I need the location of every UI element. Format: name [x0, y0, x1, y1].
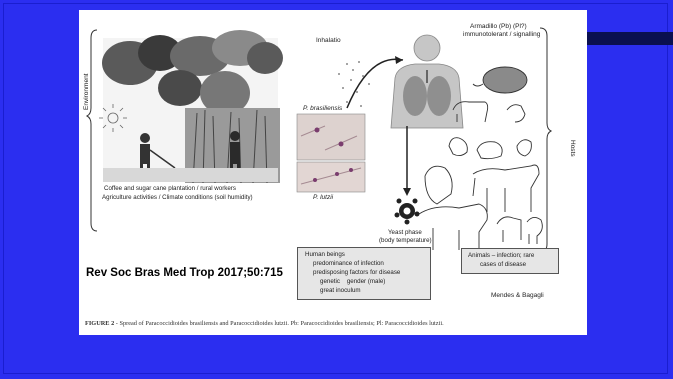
caption-label: FIGURE 2 [85, 320, 114, 327]
human-beings-box: Human beings predominance of infection p… [297, 247, 431, 300]
p-brasiliensis-micrograph [297, 114, 365, 160]
animals-box-line-2: cases of disease [480, 261, 526, 268]
armadillo-icon [483, 67, 527, 93]
pig-icon [477, 142, 502, 159]
yeast-cell-icon [395, 199, 420, 225]
authors-credit: Mendes & Bagagli [491, 292, 544, 299]
armadillo-label-2: immunotolerant / signalling [463, 31, 540, 38]
monkey-icon [425, 166, 452, 204]
spores-icon [338, 61, 370, 107]
p-lutzii-micrograph [297, 162, 365, 192]
accent-bar [587, 32, 673, 45]
figure: Environment Hosts Inhalatio Armadillo (P… [79, 10, 587, 335]
chicken-icon [517, 140, 531, 156]
goat-icon [497, 217, 521, 242]
dog-icon [507, 105, 525, 122]
yeast-label-1: Yeast phase [388, 229, 422, 236]
caption-text: - Spread of Paracoccidioides brasiliensi… [114, 320, 443, 327]
p-lutzii-label: P. lutzii [313, 194, 333, 201]
sheep-icon [527, 217, 542, 244]
armadillo-label-1: Armadillo (Pb) (Pl?) [470, 23, 527, 30]
yeast-label-2: (body temperature) [379, 237, 432, 244]
environment-label: Environment [83, 74, 90, 111]
human-box-line-1: Human beings [305, 251, 345, 258]
figure-caption: FIGURE 2 - Spread of Paracoccidioides br… [85, 320, 444, 327]
animals-box-line-1: Animals – infection; rare [468, 252, 534, 259]
p-brasiliensis-label: P. brasiliensis [303, 105, 342, 112]
animals-box: Animals – infection; rare cases of disea… [461, 248, 559, 274]
horse-icon [473, 165, 539, 212]
environment-illustration [99, 30, 283, 183]
human-box-line-3: predisposing factors for disease [313, 269, 400, 276]
environment-caption-1: Coffee and sugar cane plantation / rural… [104, 185, 236, 192]
inhalatio-label: Inhalatio [316, 37, 341, 44]
human-box-line-2: predominance of infection [313, 260, 384, 267]
human-box-line-4: genetic gender (male) [320, 278, 385, 285]
hosts-bracket [540, 28, 551, 252]
human-box-line-5: great inoculum [320, 287, 361, 294]
hosts-label: Hosts [569, 140, 576, 157]
environment-caption-2: Agriculture activities / Climate conditi… [102, 194, 253, 201]
rabbit-icon [449, 138, 467, 156]
human-figure [391, 35, 463, 128]
environment-bracket [87, 30, 97, 231]
citation: Rev Soc Bras Med Trop 2017;50:715 [86, 267, 283, 279]
